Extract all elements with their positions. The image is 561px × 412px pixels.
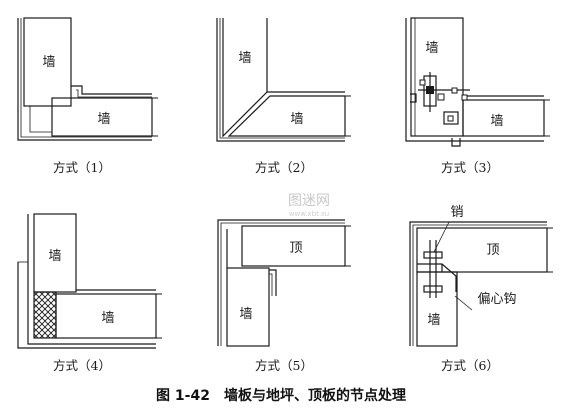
panel-6-roof-label: 顶 — [486, 243, 499, 258]
panel-1-wall-label: 墙 — [42, 55, 55, 70]
panel-4-diagram — [17, 213, 164, 349]
panel-4-wall-label: 墙 — [48, 249, 61, 264]
panel-4-caption: 方式（4） — [53, 358, 111, 373]
panel-5-wall-label: 墙 — [239, 307, 252, 322]
panel-6-caption: 方式（6） — [441, 358, 499, 373]
hook-callout-label: 偏心钩 — [477, 292, 516, 307]
panel-3-floor-label: 墙 — [490, 114, 503, 129]
panel-3-wall-label: 墙 — [425, 41, 438, 56]
panel-1-caption: 方式（1） — [53, 160, 111, 175]
pin-leader-line — [433, 221, 450, 253]
hatched-filler-block — [33, 291, 57, 339]
panel-6-diagram — [409, 221, 556, 347]
watermark-logo: 图迷网 — [288, 193, 330, 209]
panel-1-diagram — [17, 17, 162, 141]
panel-4-floor-label: 墙 — [101, 311, 114, 326]
hook-leader-line — [454, 295, 473, 311]
panel-3-caption: 方式（3） — [441, 160, 499, 175]
figure-title: 图 1-42 墙板与地坪、顶板的节点处理 — [156, 387, 406, 404]
panel-1-floor-label: 墙 — [97, 112, 110, 127]
panel-2-caption: 方式（2） — [255, 160, 313, 175]
panel-5-roof-label: 顶 — [289, 241, 302, 256]
panel-2-floor-label: 墙 — [290, 112, 303, 127]
panel-2-wall-label: 墙 — [238, 51, 251, 66]
pin-callout-label: 销 — [450, 205, 463, 220]
panel-3-diagram — [405, 17, 554, 147]
panel-6-wall-label: 墙 — [427, 313, 440, 328]
panel-5-caption: 方式（5） — [255, 358, 313, 373]
panel-5-diagram — [217, 219, 355, 347]
watermark-url: www.xbt.su — [289, 210, 329, 218]
panel-2-diagram — [216, 18, 355, 142]
